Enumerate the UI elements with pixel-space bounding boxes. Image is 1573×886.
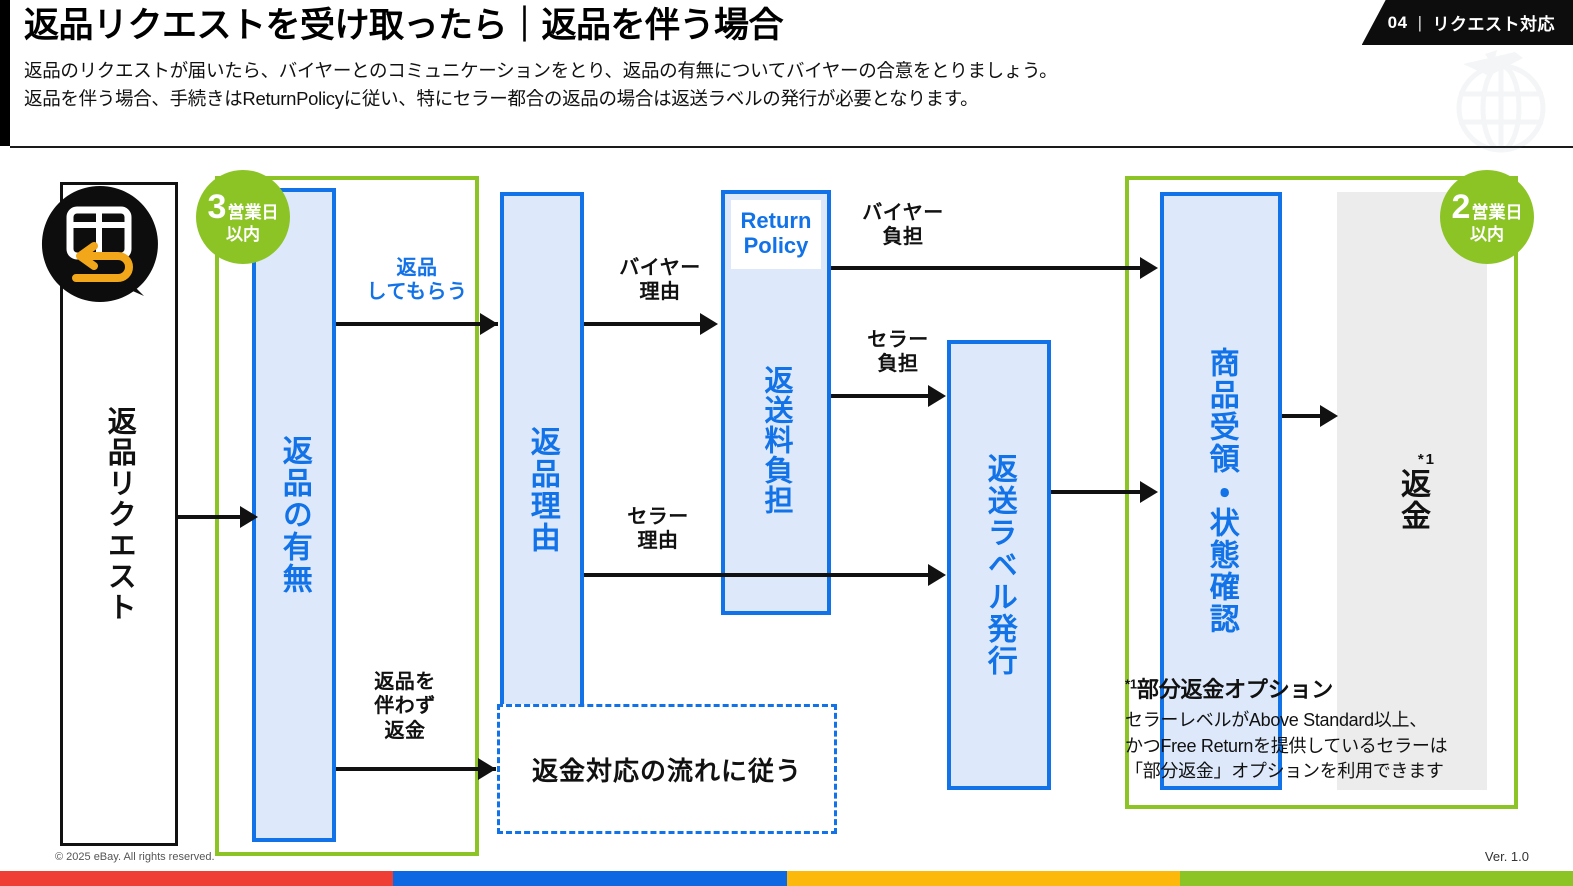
page-subtitle: 返品のリクエストが届いたら、バイヤーとのコミュニケーションをとり、返品の有無につ… (24, 57, 1324, 113)
node-refund-flow[interactable]: 返金対応の流れに従う (497, 704, 837, 834)
subtitle-line-1: 返品のリクエストが届いたら、バイヤーとのコミュニケーションをとり、返品の有無につ… (24, 59, 1058, 81)
node-refund-flow-label: 返金対応の流れに従う (531, 755, 802, 786)
arrow-reason-to-policy (700, 313, 718, 335)
edge-return-exist-to-refund-flow (336, 767, 496, 771)
node-return-exist-label: 返品の有無 (277, 435, 311, 595)
badge-2-business-days: 2 営業日 以内 (1440, 170, 1534, 264)
edge-start-to-return-exist (178, 515, 248, 519)
node-return-reason[interactable]: 返品理由 (500, 192, 584, 788)
edge-label-seller-reason: セラー 理由 (627, 506, 689, 553)
edge-label-buyer-reason: バイヤー 理由 (619, 257, 701, 304)
page-title: 返品リクエストを受け取ったら｜返品を伴う場合 (24, 6, 784, 45)
node-return-label-issue-label: 返送ラベル発行 (982, 453, 1016, 677)
node-return-reason-label: 返品理由 (525, 426, 559, 554)
subtitle-line-2: 返品を伴う場合、手続きはReturnPolicyに従い、特にセラー都合の返品の場… (24, 87, 979, 109)
badge-right-number: 2 (1451, 187, 1471, 226)
slide-header: 返品リクエストを受け取ったら｜返品を伴う場合 返品のリクエストが届いたら、バイヤ… (24, 4, 1324, 113)
badge-right-line2: 以内 (1470, 225, 1504, 245)
arrow-return-exist-to-reason (480, 313, 498, 335)
node-return-policy[interactable]: Return Policy 返送料負担 (721, 190, 831, 615)
footnote-title-text: 部分返金オプション (1136, 677, 1334, 702)
edge-label-no-return-refund: 返品を 伴わず 返金 (374, 671, 436, 742)
arrow-policy-buyer-pays (1140, 257, 1158, 279)
arrow-label-issue-to-receive (1140, 481, 1158, 503)
edge-reason-to-label-issue (584, 573, 936, 577)
edge-label-buyer-pays: バイヤー 負担 (862, 202, 944, 249)
footnote-line-2: かつFree Returnを提供しているセラーは (1125, 735, 1448, 756)
node-return-request-label: 返品リクエスト (103, 405, 136, 623)
arrow-reason-to-label-issue (928, 564, 946, 586)
color-bar-segment-blue (393, 871, 787, 886)
badge-left-unit: 営業日 (227, 202, 279, 222)
edge-reason-to-policy (584, 322, 704, 326)
edge-label-return-it: 返品 してもらう (366, 257, 468, 304)
flow-diagram: 返品リクエスト 3 営業日 以内 2 営業日 以内 (0, 146, 1573, 856)
badge-right-unit: 営業日 (1471, 202, 1523, 222)
footnote-title: *1部分返金オプション (1125, 672, 1555, 704)
section-number: 04 (1387, 12, 1408, 32)
globe-airplane-icon (1456, 50, 1546, 153)
node-receive-and-inspect-label: 商品受領・状態確認 (1204, 347, 1238, 635)
arrow-receive-to-refund (1320, 405, 1338, 427)
node-receive-and-inspect[interactable]: 商品受領・状態確認 (1160, 192, 1282, 790)
footer-color-bar (0, 871, 1573, 886)
edge-label-seller-pays: セラー 負担 (867, 329, 929, 376)
node-return-label-issue[interactable]: 返送ラベル発行 (947, 340, 1051, 790)
arrow-start-to-return-exist (240, 506, 258, 528)
copyright-text: © 2025 eBay. All rights reserved. (55, 851, 215, 863)
return-policy-title: Return Policy (731, 200, 821, 269)
node-refund-label: 返金 (1396, 467, 1429, 532)
edge-policy-seller-pays (831, 394, 937, 398)
color-bar-segment-red (0, 871, 394, 886)
section-label: リクエスト対応 (1432, 15, 1555, 34)
return-policy-title-line2: Policy (743, 233, 809, 259)
edge-policy-buyer-pays (831, 266, 1149, 270)
arrow-policy-seller-pays (928, 385, 946, 407)
node-return-exist[interactable]: 返品の有無 (252, 188, 336, 842)
footnote-line-3: 「部分返金」オプションを利用できます (1125, 761, 1444, 782)
return-policy-body: 返送料負担 (725, 269, 827, 611)
version-text: Ver. 1.0 (1484, 849, 1529, 864)
footnote-line-1: セラーレベルがAbove Standard以上、 (1125, 710, 1427, 730)
node-shipping-fee-label: 返送料負担 (760, 364, 792, 515)
return-package-bubble-icon (41, 186, 158, 302)
node-refund-footnote-marker: *1 (1417, 450, 1436, 468)
footnote-body: セラーレベルがAbove Standard以上、 かつFree Returnを提… (1125, 708, 1555, 785)
footnote-partial-refund: *1部分返金オプション セラーレベルがAbove Standard以上、 かつF… (1125, 672, 1555, 785)
section-tag: 04 | リクエスト対応 (1361, 0, 1573, 45)
left-accent-bar (0, 0, 10, 146)
header-divider (10, 146, 1573, 148)
edge-label-issue-to-receive (1051, 490, 1149, 494)
color-bar-segment-yellow (786, 871, 1180, 886)
badge-left-line2: 以内 (226, 225, 260, 245)
section-separator: | (1417, 12, 1423, 32)
badge-3-business-days: 3 営業日 以内 (196, 170, 290, 264)
return-policy-title-line1: Return (740, 208, 812, 233)
color-bar-segment-green (1179, 871, 1573, 886)
footnote-marker: *1 (1125, 676, 1137, 692)
edge-receive-to-refund (1282, 414, 1334, 418)
arrow-return-exist-to-refund-flow (478, 758, 496, 780)
badge-left-number: 3 (207, 187, 227, 226)
edge-return-exist-to-reason (336, 322, 498, 326)
